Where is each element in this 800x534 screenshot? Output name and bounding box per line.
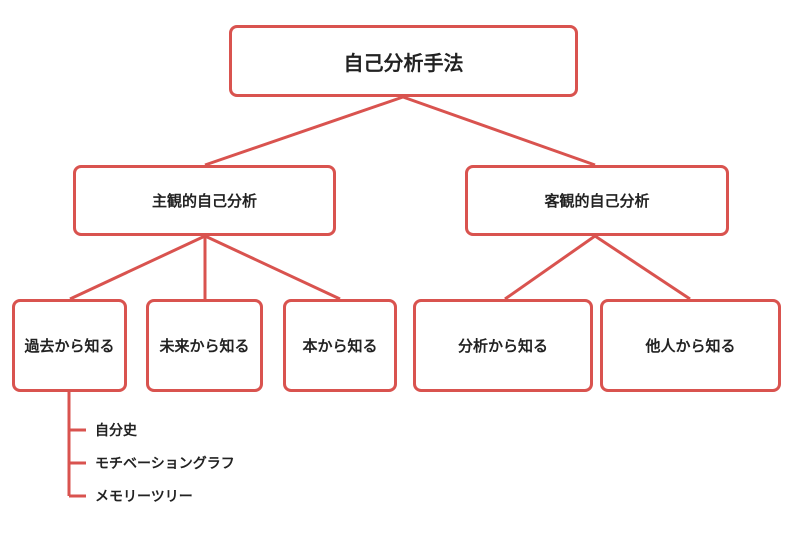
leaf-future: 未来から知る — [146, 299, 263, 392]
objective-node: 客観的自己分析 — [465, 165, 729, 236]
leaf-others: 他人から知る — [600, 299, 781, 392]
root-label: 自己分析手法 — [343, 50, 464, 75]
leaf-analysis: 分析から知る — [413, 299, 593, 392]
past-method-item: 自分史 — [95, 423, 137, 439]
leaf-future-label: 未来から知る — [159, 337, 250, 355]
subjective-node: 主観的自己分析 — [73, 165, 336, 236]
leaf-books: 本から知る — [283, 299, 397, 392]
leaf-analysis-label: 分析から知る — [457, 337, 548, 355]
past-method-item: モチベーショングラフ — [95, 456, 235, 472]
leaf-books-label: 本から知る — [302, 337, 378, 355]
subjective-label: 主観的自己分析 — [151, 192, 257, 210]
leaf-past-label: 過去から知る — [24, 337, 115, 355]
leaf-past: 過去から知る — [12, 299, 127, 392]
leaf-others-label: 他人から知る — [645, 337, 736, 355]
objective-label: 客観的自己分析 — [544, 192, 650, 210]
past-method-item: メモリーツリー — [95, 489, 193, 505]
root-node: 自己分析手法 — [229, 25, 578, 97]
